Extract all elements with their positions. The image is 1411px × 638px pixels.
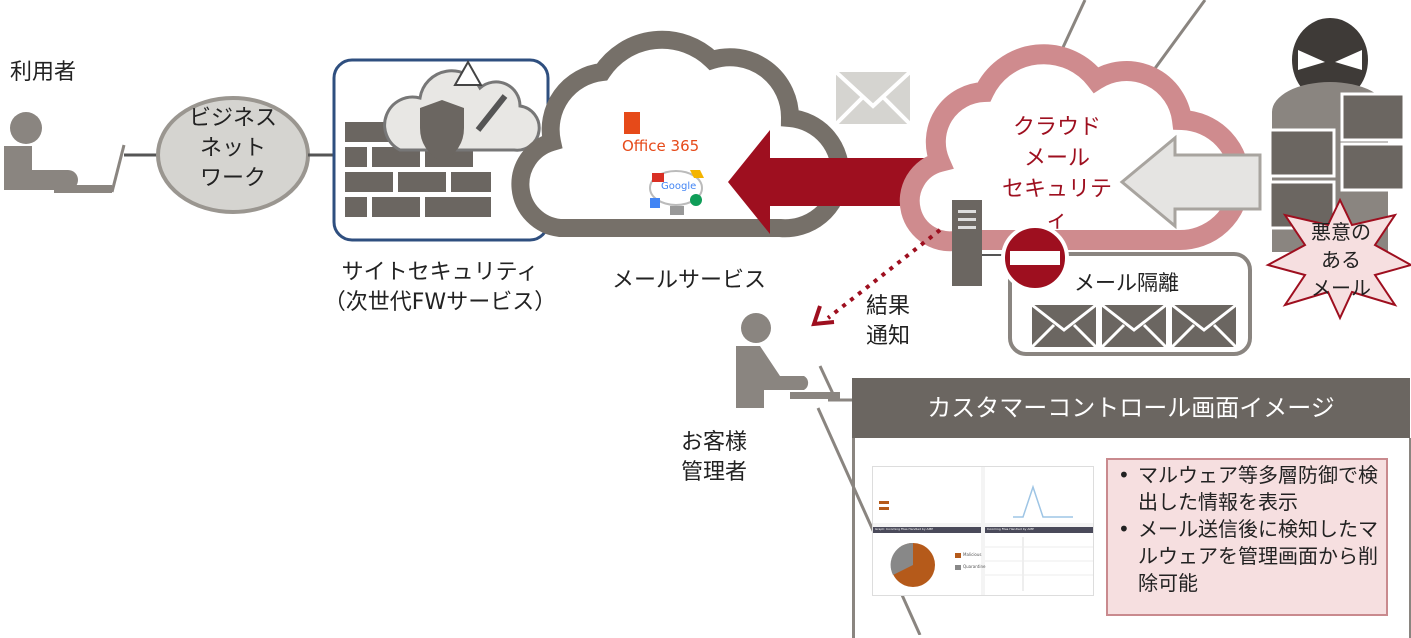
delivery-arrow: [728, 130, 975, 234]
feature-note-1: •マルウェア等多層防御で検出した情報を表示: [1118, 463, 1378, 514]
thumb-graph-header: Graph: Incoming Files Handled by AMP: [875, 527, 934, 531]
server-icon: [952, 200, 982, 286]
envelope-icon-floating: [834, 70, 912, 126]
office365-icon: [624, 112, 640, 134]
site-security-line2: （次世代FWサービス）: [323, 290, 557, 315]
feature-notes: •マルウェア等多層防御で検出した情報を表示 •メール送信後に検知したマルウェアを…: [1106, 458, 1388, 616]
business-network-line3: ワーク: [199, 166, 266, 191]
thumb-pie-label-1: Malicious: [963, 552, 982, 557]
result-notice-line2: 通知: [866, 324, 911, 349]
user-label: 利用者: [10, 60, 77, 85]
business-network-label: ビジネス ネット ワーク: [180, 104, 286, 194]
security-cloud-icon: [383, 59, 541, 162]
google-apps-icon: [649, 170, 704, 215]
thumb-table-header: Incoming Files Handled by AMP: [987, 527, 1034, 531]
cloud-mail-security-line2: メール: [1023, 146, 1090, 171]
feature-note-1-text: マルウェア等多層防御で検出した情報を表示: [1138, 463, 1378, 514]
mail-service-label: メールサービス: [612, 268, 767, 293]
feature-note-2: •メール送信後に検知したマルウェアを管理画面から削除可能: [1118, 517, 1378, 595]
notification-arrow: [826, 228, 942, 320]
result-notice-label: 結果 通知: [866, 292, 910, 352]
attacker-envelopes: [1268, 92, 1406, 230]
control-panel-title: カスタマーコントロール画面イメージ: [852, 378, 1410, 438]
notification-arrowhead: [811, 305, 835, 327]
customer-admin-line2: 管理者: [680, 460, 747, 485]
business-network-line1: ビジネス: [188, 106, 277, 131]
malicious-mail-burst: [1265, 197, 1411, 321]
office365-label: Office 365: [622, 137, 700, 155]
admin-icon: [736, 313, 840, 408]
thumb-pie-label-2: Quarantine: [963, 564, 986, 569]
quarantine-label: メール隔離: [1074, 271, 1179, 295]
site-security-label: サイトセキュリティ （次世代FWサービス）: [300, 258, 580, 318]
result-notice-line1: 結果: [866, 294, 911, 319]
business-network-line2: ネット: [199, 136, 266, 161]
cloud-mail-security-line3: セキュリティ: [1001, 177, 1112, 233]
cloud-mail-security-line1: クラウド: [1012, 115, 1101, 140]
customer-admin-label: お客様 管理者: [664, 428, 764, 488]
customer-admin-line1: お客様: [680, 430, 747, 455]
control-panel-frame: [852, 438, 1411, 638]
malicious-mail-line3: メール: [1311, 276, 1371, 300]
malicious-mail-line2: ある: [1321, 248, 1361, 272]
panel-pointer-line-1: [816, 407, 922, 635]
cloud-mail-security-label: クラウド メール セキュリティ: [995, 112, 1119, 236]
malicious-mail-label: 悪意の ある メール: [1296, 218, 1386, 302]
malicious-mail-line1: 悪意の: [1311, 220, 1371, 244]
user-icon: [4, 112, 126, 193]
incoming-mail-arrow: [1119, 134, 1262, 230]
google-label: Google: [661, 181, 697, 192]
quarantined-envelope-flaps: [1030, 303, 1238, 349]
dashboard-thumbnail-graphic: [873, 467, 1093, 595]
quarantined-envelopes: [1032, 305, 1236, 347]
feature-note-2-text: メール送信後に検知したマルウェアを管理画面から削除可能: [1138, 517, 1378, 595]
dashboard-thumbnail: Graph: Incoming Files Handled by AMP Inc…: [872, 466, 1094, 596]
site-security-line1: サイトセキュリティ: [341, 260, 539, 285]
stop-icon: [1001, 224, 1069, 292]
